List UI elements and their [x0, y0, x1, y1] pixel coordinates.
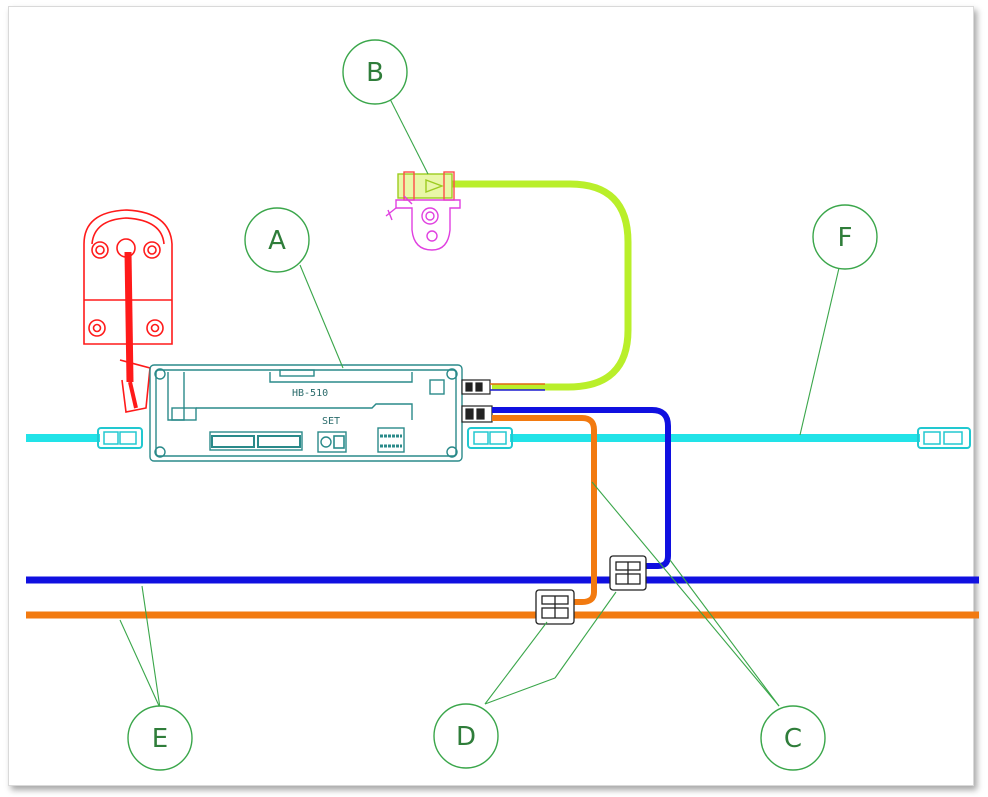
diagram-frame — [8, 6, 974, 786]
callout-d-label: D — [456, 722, 476, 752]
switch-sensor-b — [385, 171, 461, 251]
splice-connector-lower — [535, 589, 575, 625]
module-set-label: SET — [322, 416, 340, 427]
callout-d: D — [433, 703, 499, 769]
blue-branch-wire — [492, 407, 671, 569]
lime-sensor-cable — [452, 180, 632, 391]
callout-a-label: A — [268, 226, 286, 256]
callout-b-label: B — [366, 58, 384, 88]
orange-branch-wire — [492, 415, 597, 605]
callout-c: C — [760, 705, 826, 771]
callout-f: F — [812, 204, 878, 270]
callout-b: B — [342, 39, 408, 105]
callout-e: E — [127, 705, 193, 771]
module-connector-lower — [461, 405, 493, 423]
leader-lines — [119, 96, 840, 709]
cyan-cable-right — [467, 427, 971, 449]
splice-connector-upper — [609, 555, 647, 591]
red-sensor-cable — [124, 251, 134, 383]
module-connector-upper — [461, 379, 491, 395]
module-model-label: HB-510 — [292, 388, 328, 399]
red-sensor-cable-end — [128, 381, 138, 409]
cyan-cable-left — [26, 427, 143, 449]
control-module — [149, 364, 463, 462]
callout-a: A — [244, 207, 310, 273]
callout-e-label: E — [152, 724, 168, 754]
callout-c-label: C — [784, 724, 802, 754]
callout-f-label: F — [838, 223, 853, 253]
